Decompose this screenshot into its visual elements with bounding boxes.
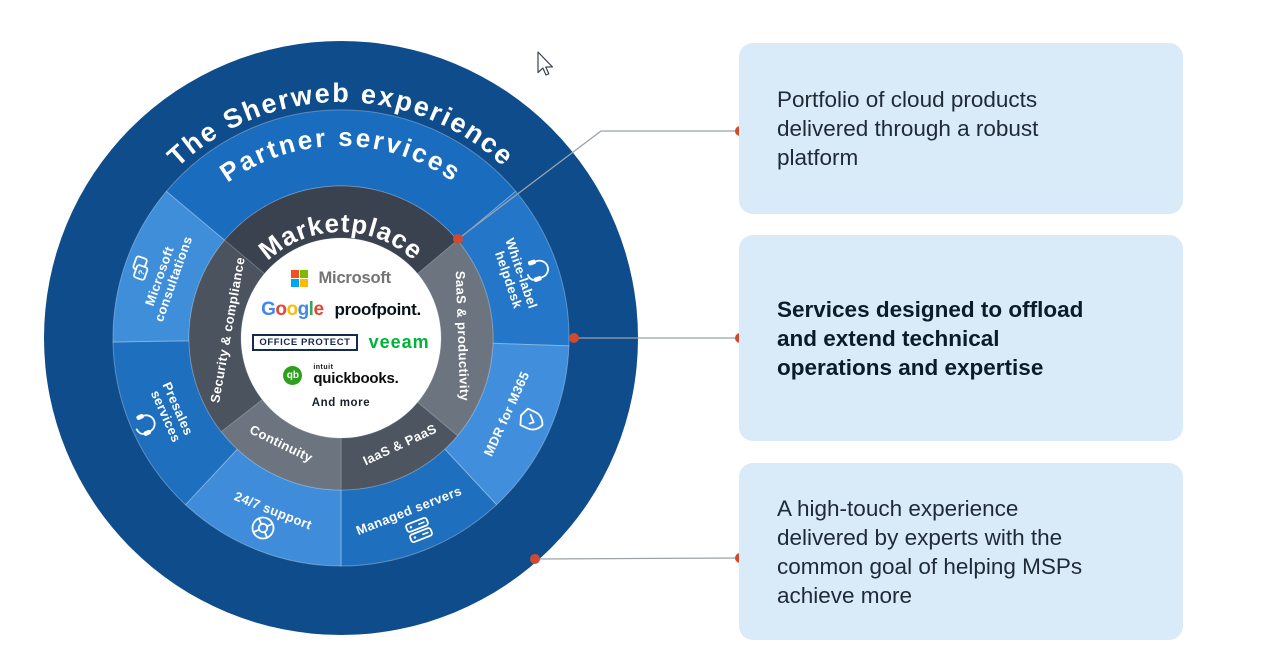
connector-dot-1a bbox=[453, 234, 463, 244]
callout-card-sherweb-experience: A high-touch experience delivered by exp… bbox=[739, 463, 1183, 640]
quickbooks-logo: qb intuit quickbooks. bbox=[283, 364, 399, 387]
headset-icon bbox=[526, 259, 549, 282]
proofpoint-logo: proofpoint. bbox=[334, 300, 422, 319]
chat-question-icon: ? bbox=[132, 255, 149, 281]
connector-line-1 bbox=[457, 130, 740, 240]
shield-check-icon bbox=[519, 407, 544, 431]
label-saas-productivity: SaaS & productivity bbox=[453, 271, 473, 402]
connector-dot-3a bbox=[530, 554, 540, 564]
callout-text-sherweb-experience: A high-touch experience delivered by exp… bbox=[777, 495, 1083, 608]
office-protect-logo: OFFICE PROTECT bbox=[252, 334, 358, 351]
quickbooks-wordmark: quickbooks. bbox=[313, 370, 399, 387]
veeam-logo: veeam bbox=[368, 332, 430, 352]
svg-text:?: ? bbox=[136, 269, 147, 277]
officeprotect-veeam-row: OFFICE PROTECT veeam bbox=[252, 332, 429, 353]
servers-icon bbox=[405, 516, 433, 544]
callout-card-partner-services: Services designed to offload and extend … bbox=[739, 235, 1183, 441]
center-logos-circle bbox=[241, 238, 441, 438]
connectors bbox=[453, 126, 745, 564]
marketplace-ring bbox=[188, 185, 494, 491]
and-more-label: And more bbox=[311, 397, 371, 409]
connector-line-3 bbox=[534, 557, 741, 560]
headset-support-icon bbox=[135, 413, 156, 436]
lifebuoy-icon bbox=[251, 516, 275, 540]
callout-card-marketplace: Portfolio of cloud products delivered th… bbox=[739, 43, 1183, 214]
mouse-cursor bbox=[537, 51, 553, 76]
quickbooks-badge-icon: qb bbox=[283, 365, 303, 385]
intuit-wordmark: intuit bbox=[313, 364, 334, 371]
callout-text-marketplace: Portfolio of cloud products delivered th… bbox=[777, 87, 1039, 170]
center-logo-cluster: Microsoft Google proofpoint. OFFICE PROT… bbox=[243, 244, 439, 434]
microsoft-squares-icon bbox=[291, 270, 308, 287]
microsoft-wordmark: Microsoft bbox=[318, 269, 392, 287]
segment-microsoft-consultations bbox=[112, 190, 226, 343]
callout-text-partner-services: Services designed to offload and extend … bbox=[777, 296, 1084, 380]
google-proofpoint-row: Google proofpoint. bbox=[261, 299, 421, 321]
google-logo: Google bbox=[261, 299, 324, 320]
connector-dot-2a bbox=[569, 333, 579, 343]
microsoft-logo: Microsoft bbox=[291, 269, 391, 288]
